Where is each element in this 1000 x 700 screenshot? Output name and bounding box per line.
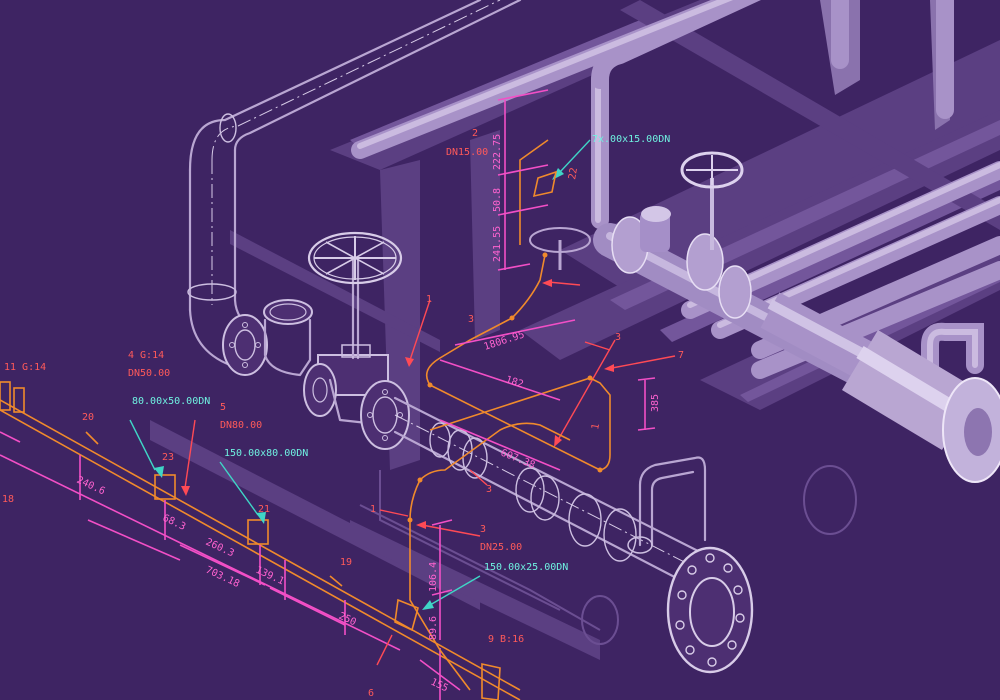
label-5: 5 [220, 402, 226, 413]
label-dn25: DN25.00 [480, 542, 522, 553]
label-106-4: 106.4 [428, 562, 439, 592]
label-7: 7 [678, 350, 684, 361]
label-150x80: 150.00x80.00DN [224, 448, 308, 459]
label-4g14: 4 G:14 [128, 350, 164, 361]
label-dn15: DN15.00 [446, 147, 488, 158]
label-1-low: 1 [370, 504, 376, 515]
label-11g14: 11 G:14 [4, 362, 46, 373]
label-19: 19 [340, 557, 352, 568]
label-18: 18 [2, 494, 14, 505]
label-dn50: DN50.00 [128, 368, 170, 379]
label-150x25: 150.00x25.00DN [484, 562, 568, 573]
label-20: 20 [82, 412, 94, 423]
label-250: 250 [337, 611, 358, 629]
label-607-38: 607.38 [499, 448, 537, 472]
label-703-18: 703.18 [204, 565, 241, 590]
label-23: 23 [162, 452, 174, 463]
label-1-mid: 1 [590, 423, 602, 431]
label-222-75: 222.75 [492, 134, 503, 170]
label-2: 2 [472, 128, 478, 139]
label-dn80: DN80.00 [220, 420, 262, 431]
label-50-8: 50.8 [492, 188, 503, 212]
label-139-1: 139.1 [254, 565, 286, 588]
isometric-annotations [0, 89, 676, 700]
label-3-mid: 3 [615, 332, 621, 343]
label-3-dn: 3 [480, 524, 486, 535]
label-80x50: 80.00x50.00DN [132, 396, 210, 407]
label-3-top: 3 [468, 314, 474, 325]
label-241-55: 241.55 [492, 226, 503, 262]
label-6: 6 [368, 688, 374, 699]
label-3-low: 3 [486, 484, 492, 495]
label-1: 1 [426, 294, 432, 305]
label-182: 182 [504, 374, 525, 390]
label-9b16: 9 B:16 [488, 634, 524, 645]
main-pipe-wireframe [187, 0, 857, 674]
label-21: 21 [258, 504, 270, 515]
label-22: 22 [567, 167, 580, 181]
label-385: 385 [650, 394, 661, 412]
label-89-6: 89.6 [428, 616, 439, 640]
valve-assembly-right [529, 151, 1000, 483]
label-7x15: 7x.00x15.00DN [592, 134, 670, 145]
